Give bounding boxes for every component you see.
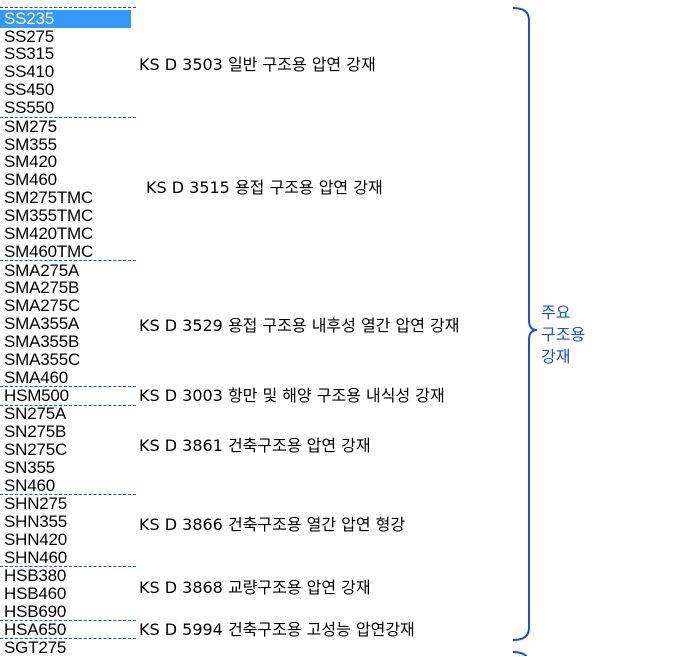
right-brace-icon [512,7,538,656]
list-item[interactable]: SN275C [4,440,68,459]
group-label-ksd5994: KS D 5994 건축구조용 고성능 압연강재 [139,620,415,639]
list-item[interactable]: SMA460 [4,368,69,387]
list-item[interactable]: SHN460 [4,548,68,567]
list-item[interactable]: SM355TMC [4,206,94,225]
list-item[interactable]: SM420 [4,152,57,171]
group-divider [0,494,136,495]
list-item[interactable]: SHN355 [4,512,68,531]
side-label-line3: 강재 [541,347,571,366]
side-label-line1: 주요 [541,303,571,322]
list-item[interactable]: SN275B [4,422,67,441]
list-item[interactable]: SS450 [4,80,55,99]
group-divider [0,638,136,639]
list-item[interactable]: SM460 [4,170,57,189]
list-item[interactable]: SN460 [4,476,55,495]
group-divider [0,405,136,406]
group-label-ksd3503: KS D 3503 일반 구조용 압연 강재 [139,55,376,74]
group-label-ksd3003: KS D 3003 항만 및 해양 구조용 내식성 강재 [139,386,445,405]
list-item[interactable]: HSB460 [4,584,67,603]
list-item[interactable]: SS275 [4,27,55,46]
group-label-ksd3515: KS D 3515 용접 구조용 압연 강재 [146,178,383,197]
group-divider [0,566,136,567]
list-item[interactable]: SMA355A [4,314,80,333]
list-item[interactable]: SMA275B [4,278,80,297]
list-item[interactable]: SMA275A [4,261,80,280]
list-item[interactable]: SM275 [4,117,57,136]
list-item[interactable]: HSM500 [4,386,69,405]
list-item[interactable]: SM460TMC [4,242,94,261]
list-item[interactable]: SS315 [4,44,55,63]
list-item[interactable]: SS550 [4,98,55,117]
list-item[interactable]: SHN275 [4,494,68,513]
group-label-ksd3529: KS D 3529 용접 구조용 내후성 열간 압연 강재 [139,316,460,335]
list-item[interactable]: SS235 [0,10,131,28]
group-divider [0,260,136,261]
steel-grade-list[interactable]: SS235 SS275 SS315 SS410 SS450 SS550 SM27… [0,0,136,657]
side-label-line2: 구조용 [541,325,586,344]
list-item[interactable]: HSB690 [4,602,67,621]
list-item[interactable]: SHN420 [4,530,68,549]
list-item[interactable]: SMA355C [4,350,81,369]
list-item[interactable]: SN275A [4,404,67,423]
group-label-ksd3861: KS D 3861 건축구조용 압연 강재 [139,436,371,455]
group-divider [0,386,136,387]
group-label-ksd3868: KS D 3868 교량구조용 압연 강재 [139,578,371,597]
list-item[interactable]: SM275TMC [4,188,94,207]
list-item[interactable]: SMA275C [4,296,81,315]
side-category-label: 주요 구조용 강재 [541,302,585,368]
list-item[interactable]: SN355 [4,458,55,477]
list-item[interactable]: SM420TMC [4,224,94,243]
group-divider [0,7,136,8]
list-item[interactable]: HSA650 [4,620,67,639]
list-item[interactable]: SS410 [4,62,55,81]
group-divider [0,117,136,118]
list-item[interactable]: HSB380 [4,566,67,585]
group-divider [0,620,136,621]
list-item[interactable]: SGT275 [4,638,67,657]
list-item[interactable]: SM355 [4,135,57,154]
list-item[interactable]: SMA355B [4,332,80,351]
group-label-ksd3866: KS D 3866 건축구조용 열간 압연 형강 [139,515,406,534]
